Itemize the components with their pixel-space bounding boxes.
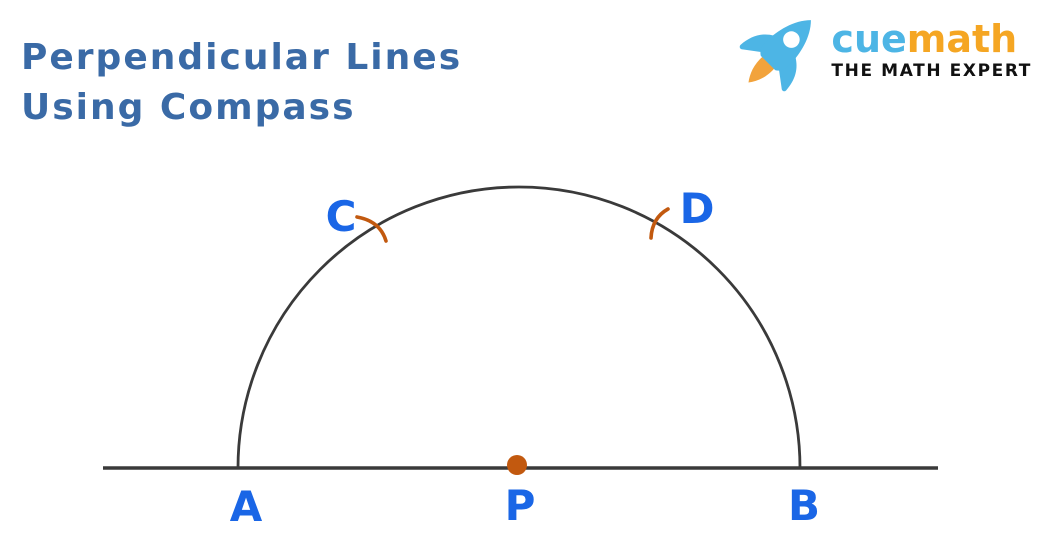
label-point-a: A [229, 482, 263, 531]
logo-text: cuemath THE MATH EXPERT [831, 19, 1032, 81]
page-title-line1: Perpendicular Lines [21, 37, 463, 78]
brand-cue: cue [831, 17, 907, 61]
compass-tick-d [649, 207, 670, 240]
label-point-p: P [504, 481, 536, 530]
rocket-fin-left [740, 34, 775, 52]
brand-tagline: THE MATH EXPERT [831, 61, 1032, 81]
label-point-b: B [787, 481, 821, 530]
cuemath-logo: cuemath THE MATH EXPERT [735, 4, 1032, 96]
label-point-d: D [679, 184, 715, 233]
rocket-icon [740, 20, 812, 92]
page-title-line2: Using Compass [21, 87, 356, 128]
label-point-c: C [325, 192, 357, 241]
point-p-dot [507, 455, 527, 475]
rocket-fin-right [779, 56, 797, 92]
compass-tick-c [355, 215, 388, 243]
semicircle-arc [236, 185, 802, 469]
page-title: Perpendicular Lines Using Compass [21, 33, 462, 133]
rocket-window [783, 31, 801, 48]
brand-math: math [906, 17, 1018, 61]
brand-wordmark: cuemath [831, 19, 1017, 59]
